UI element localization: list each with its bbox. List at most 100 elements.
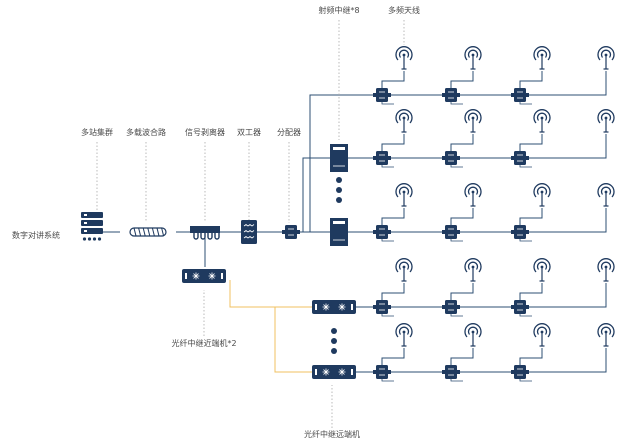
connection-line — [526, 134, 607, 159]
antenna-icon — [464, 109, 482, 133]
fiber-star — [338, 368, 346, 376]
fiber-star — [192, 272, 200, 280]
rf-repeater-cabinet-icon — [330, 144, 348, 172]
label-leader-lines — [96, 20, 405, 428]
antenna-wave-inner — [600, 112, 612, 121]
antenna-wave-outer — [395, 323, 413, 338]
antenna-center — [471, 116, 475, 120]
coupler-port-out — [388, 305, 391, 309]
coupler-body — [445, 151, 457, 165]
antenna-wave-outer — [533, 183, 551, 198]
coupler-body — [285, 225, 297, 239]
fiber-unit-port — [351, 369, 353, 375]
duplexer-wave — [243, 236, 255, 239]
splitter-icon — [190, 226, 220, 240]
label-multi-band-antenna: 多频天线 — [388, 5, 420, 15]
combiner-coil — [142, 227, 146, 237]
fiber-unit-body — [182, 269, 226, 283]
connection-line — [381, 71, 405, 89]
antenna-wave-inner — [536, 261, 548, 270]
coupler-icon — [442, 365, 460, 379]
coupler-port-out — [526, 370, 529, 374]
coupler-port-out — [526, 93, 529, 97]
fiber-transceiver-icon — [182, 269, 226, 283]
coupler-port-in — [282, 230, 285, 234]
server-dot — [82, 237, 87, 241]
coupler-icon — [373, 88, 391, 102]
coupler-body — [376, 151, 388, 165]
antenna-wave-inner — [398, 326, 410, 335]
fiber-unit-body — [312, 300, 356, 314]
splitter-body — [190, 226, 220, 233]
coupler-body — [514, 225, 526, 239]
coupler-body — [514, 151, 526, 165]
antenna-center — [402, 116, 406, 120]
coupler-body — [376, 225, 388, 239]
antenna-wave-outer — [464, 46, 482, 61]
antenna-center — [471, 53, 475, 57]
coupler-port-in — [511, 156, 514, 160]
splitter-port — [214, 233, 220, 240]
duplexer-body — [241, 220, 257, 244]
antenna-wave-inner — [467, 112, 479, 121]
antenna-wave-inner — [467, 186, 479, 195]
antenna-wave-outer — [395, 109, 413, 124]
antenna-center — [540, 116, 544, 120]
antenna-icon — [597, 323, 615, 347]
antenna-icon — [597, 258, 615, 282]
antenna-center — [604, 330, 608, 334]
coupler-icon — [511, 151, 529, 165]
coupler-port-in — [442, 230, 445, 234]
antenna-wave-inner — [600, 326, 612, 335]
antenna-center — [402, 53, 406, 57]
devices — [81, 88, 529, 379]
fiber-unit-port — [315, 304, 317, 310]
coupler-port-out — [457, 370, 460, 374]
coupler-port-out — [297, 230, 300, 234]
antenna-wave-inner — [600, 261, 612, 270]
server-dot — [97, 237, 102, 241]
coupler-port-out — [457, 93, 460, 97]
coupler-icon — [442, 88, 460, 102]
antenna-icon — [533, 258, 551, 282]
antenna-wave-outer — [464, 323, 482, 338]
coupler-port-in — [511, 370, 514, 374]
antenna-wave-outer — [597, 183, 615, 198]
coupler-icon — [373, 365, 391, 379]
coupler-port-in — [373, 370, 376, 374]
server-unit — [81, 220, 103, 226]
splitter-port — [200, 233, 206, 240]
connection-line — [519, 71, 543, 89]
antenna-center — [604, 265, 608, 269]
antenna-center — [604, 116, 608, 120]
connection-line — [450, 283, 474, 301]
coupler-port-out — [526, 156, 529, 160]
fiber-unit-ellipsis-dot — [331, 348, 337, 354]
duplexer-icon — [241, 220, 257, 244]
combiner-coil — [147, 227, 151, 237]
fiber-star — [208, 272, 216, 280]
coupler-port-out — [457, 156, 460, 160]
antenna-wave-outer — [464, 183, 482, 198]
coupler-port-in — [373, 230, 376, 234]
antenna-wave-inner — [398, 112, 410, 121]
connection-line — [526, 208, 607, 233]
coupler-body — [514, 88, 526, 102]
antenna-icon — [597, 183, 615, 207]
antenna-wave-outer — [597, 46, 615, 61]
connection-line — [381, 283, 405, 301]
fiber-transceiver-icon — [312, 365, 356, 379]
label-duplexer: 双工器 — [237, 128, 261, 137]
server-light — [84, 214, 87, 216]
coupler-port-in — [442, 370, 445, 374]
fiber-star — [322, 368, 330, 376]
connection-line — [381, 208, 405, 226]
splitter-port — [207, 233, 213, 240]
antenna-wave-outer — [395, 183, 413, 198]
coupler-body — [376, 88, 388, 102]
coupler-body — [445, 225, 457, 239]
coupler-icon — [373, 225, 391, 239]
connection-line — [450, 348, 474, 366]
label-digital-trunking-system: 数字对讲系统 — [12, 230, 60, 240]
label-multi-station-cluster: 多站集群 — [81, 127, 113, 137]
